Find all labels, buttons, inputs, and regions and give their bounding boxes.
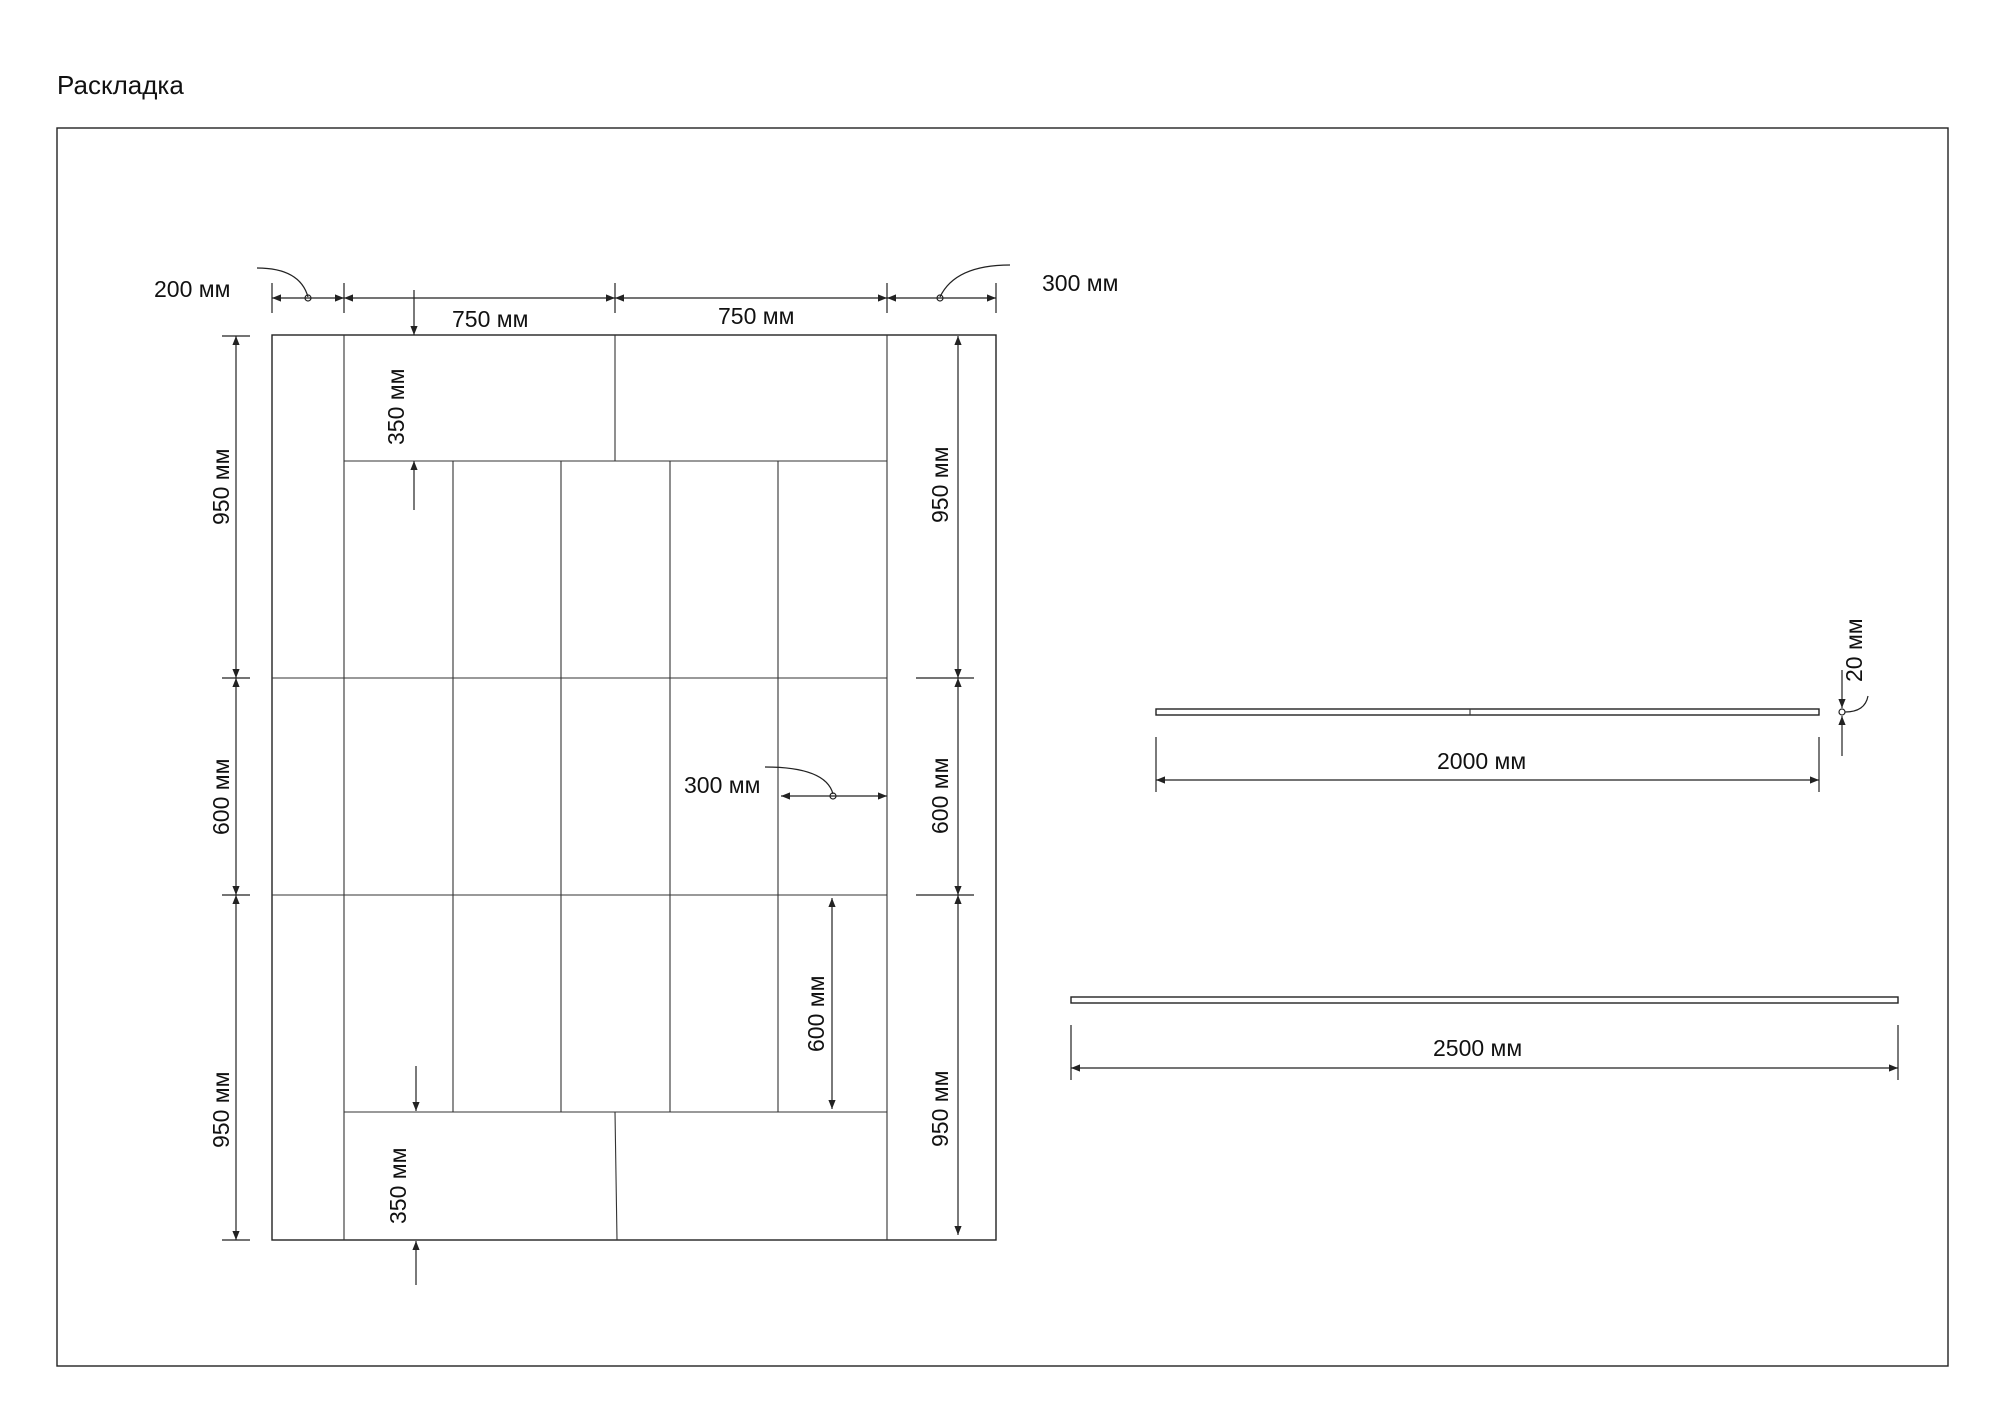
left-upper-height-label: 950 мм (208, 449, 234, 525)
right-upper-height-label: 950 мм (927, 447, 953, 523)
top-dimensions (256, 264, 1011, 313)
strip-width-label: 300 мм (684, 772, 760, 798)
page-title: Раскладка (57, 70, 184, 100)
strip-width-dimension (764, 766, 887, 800)
board-2000-body (1155, 708, 1820, 716)
top-band-height-label: 350 мм (383, 369, 409, 445)
top-panel-left-width-label: 750 мм (452, 306, 528, 332)
right-middle-height-label: 600 мм (927, 758, 953, 834)
wall-outline (271, 334, 997, 1241)
left-dimensions (222, 335, 250, 1241)
inner-panel-height-label: 600 мм (803, 976, 829, 1052)
left-lower-height-label: 950 мм (208, 1072, 234, 1148)
right-margin-label: 300 мм (1042, 270, 1118, 296)
wall-layout (271, 334, 997, 1241)
board-2500 (1070, 996, 1899, 1080)
board-long-length-label: 2500 мм (1433, 1035, 1522, 1061)
board-thickness-label: 20 мм (1841, 618, 1867, 682)
left-margin-label: 200 мм (154, 276, 230, 302)
top-panel-right-width-label: 750 мм (718, 303, 794, 329)
panel-line (614, 1111, 618, 1241)
left-middle-height-label: 600 мм (208, 759, 234, 835)
board-2000 (1155, 670, 1869, 792)
right-lower-height-label: 950 мм (927, 1071, 953, 1147)
board-short-length-label: 2000 мм (1437, 748, 1526, 774)
bottom-band-height-label: 350 мм (385, 1148, 411, 1224)
board-2500-body (1070, 996, 1899, 1004)
right-dimensions (916, 336, 974, 1235)
drawing-frame (56, 127, 1949, 1367)
